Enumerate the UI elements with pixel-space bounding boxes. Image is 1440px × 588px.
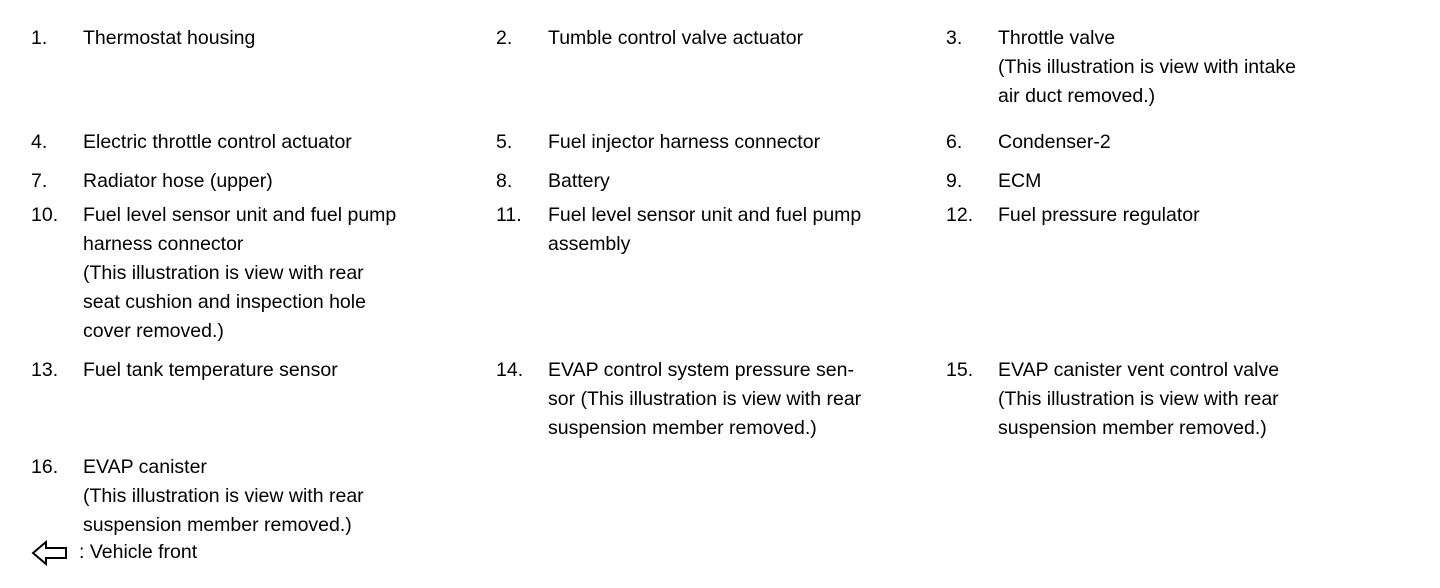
vehicle-front-label: : Vehicle front [79,541,198,563]
legend-entry-label: Fuel level sensor unit and fuel pump har… [83,204,397,342]
legend-entry-9: 9. ECM [929,167,1440,196]
legend-row: 13. Fuel tank temperature sensor 14. EVA… [0,356,1440,443]
legend-entry-4: 4. Electric throttle control actuator [0,128,479,157]
legend-entry-label: Fuel pressure regulator [998,204,1200,226]
legend-entry-label: Radiator hose (upper) [83,170,273,192]
legend-entry-11: 11. Fuel level sensor unit and fuel pump… [479,201,929,259]
legend-entry-label: EVAP canister vent control valve (This i… [998,359,1280,439]
legend-entry-12: 12. Fuel pressure regulator [929,201,1440,230]
legend-entry-15: 15. EVAP canister vent control valve (Th… [929,356,1440,443]
legend-entry-number: 14. [496,359,524,381]
legend-entry-label: Condenser-2 [998,131,1111,153]
legend-row: 7. Radiator hose (upper) 8. Battery 9. E… [0,167,1440,196]
legend-entry-number: 6. [946,131,963,153]
legend-entry-2: 2. Tumble control valve actuator [479,24,929,53]
legend-entry-label: EVAP canister (This illustration is view… [83,456,364,536]
arrow-left-outline-icon [31,539,67,566]
legend-entry-label: Throttle valve (This illustration is vie… [998,27,1297,107]
legend-list: 1. Thermostat housing 2. Tumble control … [0,24,1440,540]
legend-entry-label: ECM [998,170,1042,192]
legend-entry-number: 5. [496,131,513,153]
legend-entry-number: 3. [946,27,963,49]
legend-entry-number: 7. [31,170,48,192]
legend-entry-label: Fuel level sensor unit and fuel pump ass… [548,204,862,255]
row-spacer [0,157,1440,167]
vehicle-front-legend: : Vehicle front [31,538,197,567]
legend-entry-label: Battery [548,170,610,192]
legend-entry-number: 4. [31,131,48,153]
legend-entry-label: Electric throttle control actuator [83,131,352,153]
legend-entry-7: 7. Radiator hose (upper) [0,167,479,196]
legend-entry-6: 6. Condenser-2 [929,128,1440,157]
legend-row: 10. Fuel level sensor unit and fuel pump… [0,201,1440,346]
legend-entry-10: 10. Fuel level sensor unit and fuel pump… [0,201,479,346]
legend-entry-8: 8. Battery [479,167,929,196]
legend-entry-1: 1. Thermostat housing [0,24,479,53]
legend-entry-number: 1. [31,27,48,49]
legend-entry-number: 10. [31,204,59,226]
legend-row: 4. Electric throttle control actuator 5.… [0,128,1440,157]
row-spacer [0,346,1440,356]
legend-entry-number: 13. [31,359,59,381]
legend-entry-13: 13. Fuel tank temperature sensor [0,356,479,385]
legend-entry-number: 11. [496,204,522,226]
legend-entry-number: 8. [496,170,513,192]
legend-entry-number: 15. [946,359,974,381]
legend-entry-5: 5. Fuel injector harness connector [479,128,929,157]
legend-entry-3: 3. Throttle valve (This illustration is … [929,24,1440,111]
legend-entry-number: 9. [946,170,963,192]
legend-entry-number: 12. [946,204,974,226]
legend-entry-label: Fuel injector harness connector [548,131,821,153]
row-spacer [0,111,1440,128]
row-spacer [0,443,1440,453]
legend-entry-label: Thermostat housing [83,27,256,49]
legend-entry-label: Fuel tank temperature sensor [83,359,338,381]
legend-row: 1. Thermostat housing 2. Tumble control … [0,24,1440,111]
legend-entry-label: Tumble control valve actuator [548,27,804,49]
legend-entry-16: 16. EVAP canister (This illustration is … [0,453,479,540]
legend-entry-number: 2. [496,27,513,49]
legend-entry-label: EVAP control system pressure sen- sor (T… [548,359,862,439]
legend-row: 16. EVAP canister (This illustration is … [0,453,1440,540]
legend-entry-number: 16. [31,456,59,478]
legend-entry-14: 14. EVAP control system pressure sen- so… [479,356,929,443]
